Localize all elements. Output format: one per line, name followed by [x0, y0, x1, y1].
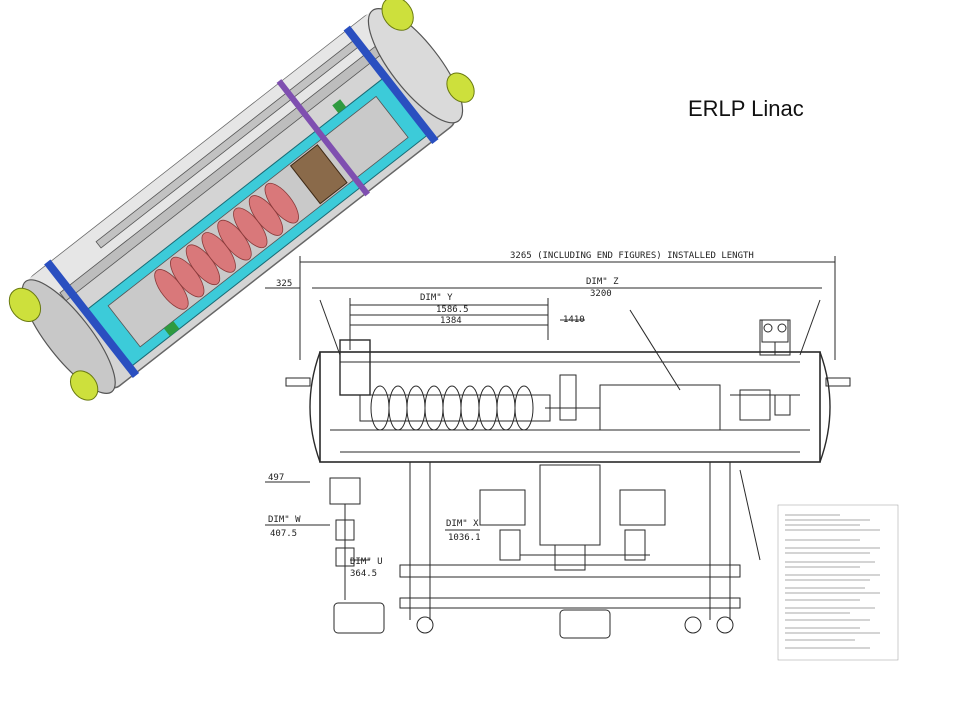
engineering-drawing [265, 256, 851, 639]
notes-sheet [777, 504, 899, 661]
dim-w-label: DIM" W [268, 515, 301, 525]
dim-z-value: 3200 [590, 289, 612, 299]
top-fixture [761, 319, 789, 355]
dim-497: 497 [268, 473, 284, 483]
dim-x-value: 1036.1 [448, 533, 481, 543]
slide-title: ERLP Linac [688, 96, 804, 121]
dim-z-label: DIM" Z [586, 277, 619, 287]
dim-y-sub: 1384 [440, 316, 462, 326]
dim-y-value: 1586.5 [436, 305, 469, 315]
installed-length-label: 3265 (INCLUDING END FIGURES) INSTALLED L… [510, 251, 754, 261]
dim-y-label: DIM" Y [420, 293, 453, 303]
dim-u-value: 364.5 [350, 569, 377, 579]
dim-1410: 1410 [563, 315, 585, 325]
dim-325: 325 [276, 279, 292, 289]
dim-u-label: DIM" U [350, 557, 383, 567]
dim-w-value: 407.5 [270, 529, 297, 539]
dim-x-label: DIM" X [446, 519, 479, 529]
